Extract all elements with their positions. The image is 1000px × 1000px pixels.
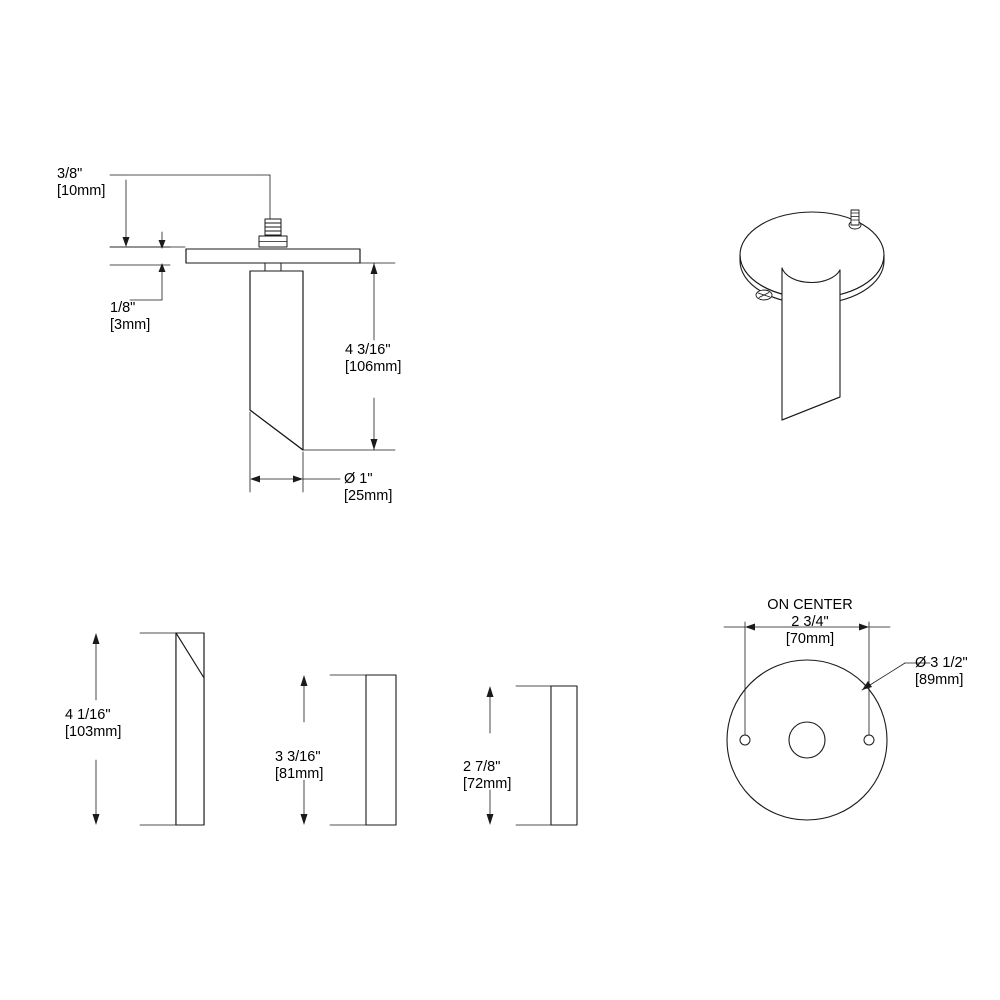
dim-stem-diameter: Ø 1"[25mm] — [344, 471, 392, 505]
dim-profile-a: 4 1/16"[103mm] — [65, 707, 121, 741]
dim-stem-diameter-imperial: Ø 1" — [344, 471, 373, 487]
dim-profile-b: 3 3/16"[81mm] — [275, 749, 323, 783]
dim-plate-thickness-imperial: 1/8" — [110, 300, 136, 316]
isometric-view — [739, 209, 885, 421]
profile-views — [92, 632, 578, 826]
dim-profile-b-imperial: 3 3/16" — [275, 749, 321, 765]
dim-stem-diameter-metric: [25mm] — [344, 488, 393, 504]
dim-stem-length: 4 3/16"[106mm] — [345, 342, 401, 376]
dim-thread-height-metric: [10mm] — [57, 183, 106, 199]
dim-profile-c-metric: [72mm] — [463, 776, 512, 792]
dim-plate-thickness: 1/8"[3mm] — [110, 300, 150, 334]
dim-stem-length-imperial: 4 3/16" — [345, 342, 391, 358]
side-section-view — [109, 174, 396, 493]
dim-plate-thickness-metric: [3mm] — [110, 317, 151, 333]
dim-profile-c-imperial: 2 7/8" — [463, 759, 501, 775]
dim-plate-diameter: Ø 3 1/2"[89mm] — [915, 655, 968, 689]
dim-stem-length-metric: [106mm] — [345, 359, 402, 375]
dim-on-center-imperial: 2 3/4" — [791, 614, 829, 630]
dim-profile-a-imperial: 4 1/16" — [65, 707, 111, 723]
dim-profile-b-metric: [81mm] — [275, 766, 324, 782]
dim-on-center-label: ON CENTER — [767, 597, 853, 613]
dim-on-center-metric: [70mm] — [785, 631, 835, 647]
dim-profile-a-metric: [103mm] — [65, 724, 122, 740]
dim-profile-c: 2 7/8"[72mm] — [463, 759, 511, 793]
dim-thread-height-imperial: 3/8" — [57, 166, 83, 182]
plate-plan-view — [723, 621, 931, 821]
dim-thread-height: 3/8"[10mm] — [57, 166, 105, 200]
dim-plate-diameter-imperial: Ø 3 1/2" — [915, 655, 968, 671]
dim-plate-diameter-metric: [89mm] — [915, 672, 964, 688]
